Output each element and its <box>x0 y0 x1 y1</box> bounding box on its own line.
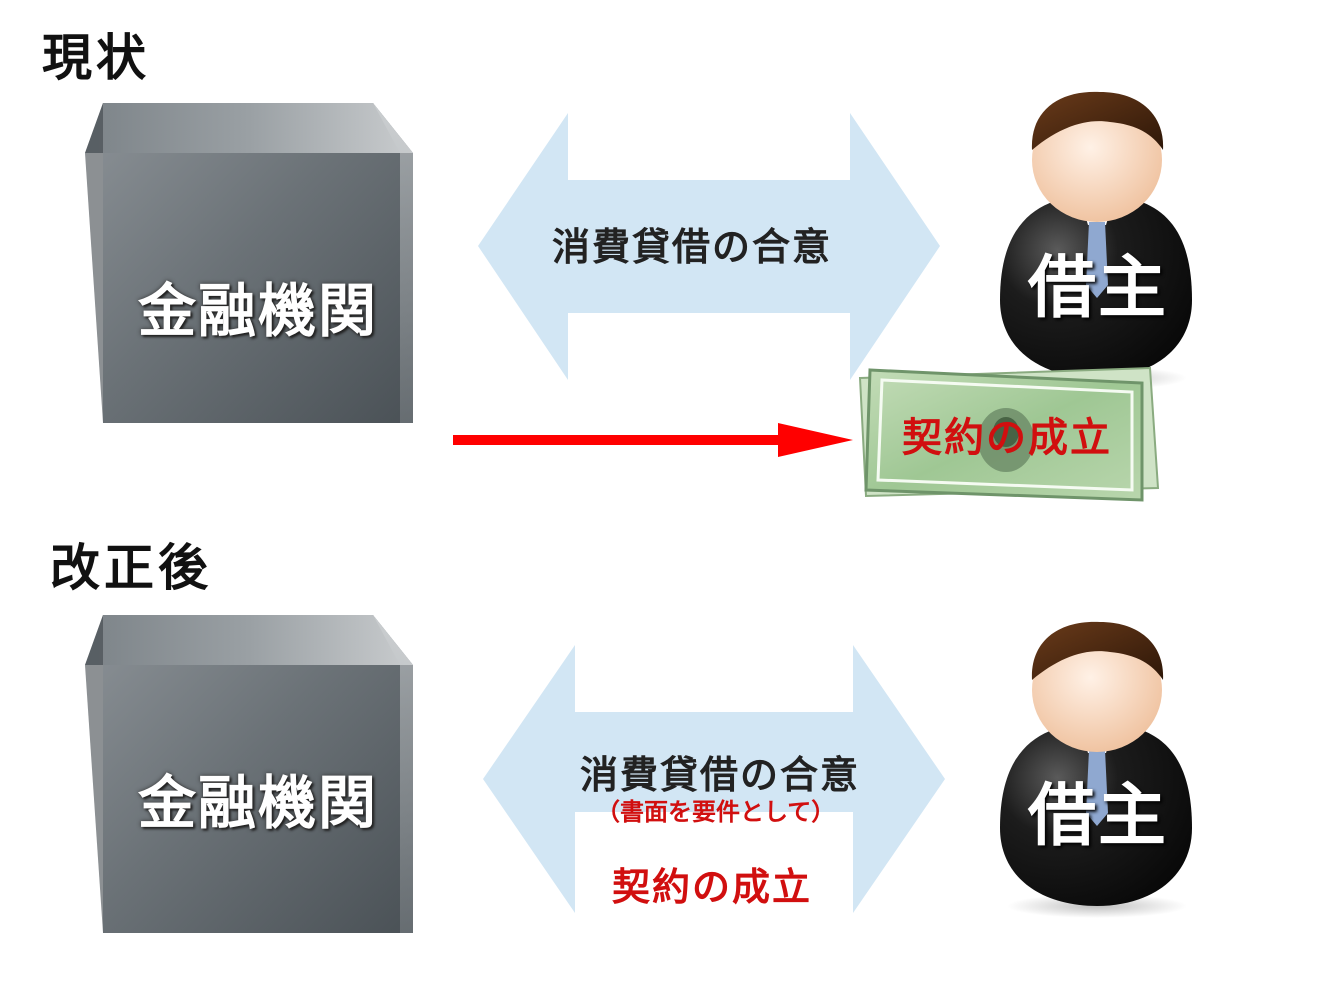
contract-formed-label: 契約の成立 <box>902 415 1112 461</box>
borrower-person-icon <box>1000 91 1192 390</box>
agreement-label: 消費貸借の合意 <box>580 753 861 797</box>
red-arrow-icon <box>453 423 853 457</box>
agreement-label: 消費貸借の合意 <box>552 225 833 269</box>
condition-label: （書面を要件として） <box>596 798 836 826</box>
institution-label: 金融機関 <box>138 769 379 837</box>
agreement-double-arrow <box>478 113 940 380</box>
banknote-icon <box>858 366 1160 502</box>
borrower-label: 借主 <box>1028 777 1169 856</box>
section-title-revised: 改正後 <box>50 539 212 597</box>
section-title-current: 現状 <box>42 29 150 87</box>
institution-cube-icon <box>85 615 413 933</box>
arrow-gap <box>575 812 853 846</box>
institution-label: 金融機関 <box>138 277 379 345</box>
institution-cube-icon <box>85 103 413 423</box>
borrower-person-icon <box>1000 621 1192 918</box>
contract-formed-label: 契約の成立 <box>612 865 813 909</box>
borrower-label: 借主 <box>1028 249 1169 328</box>
